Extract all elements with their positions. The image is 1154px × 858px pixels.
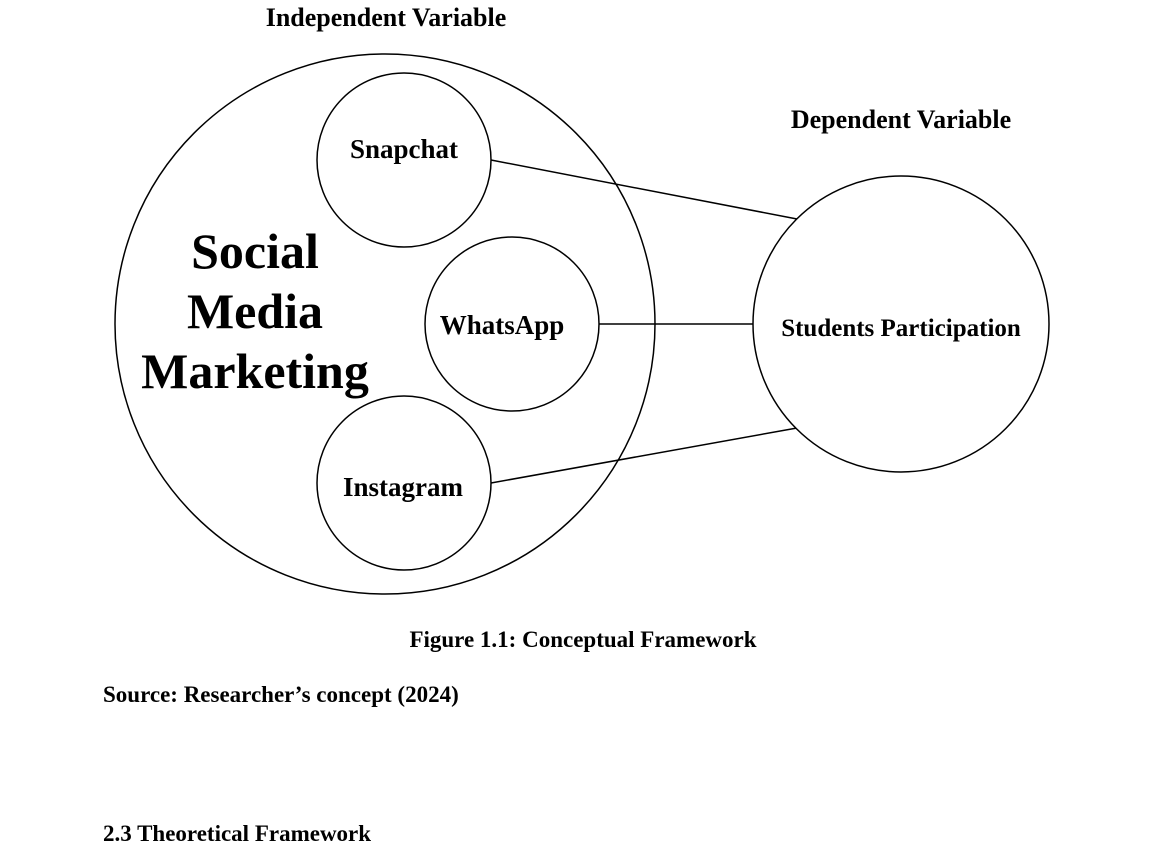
construct-label-line-2: Media: [187, 283, 323, 339]
whatsapp-circle: [424, 236, 600, 412]
dependent-variable-heading: Dependent Variable: [791, 105, 1011, 134]
figure-caption: Figure 1.1: Conceptual Framework: [409, 627, 757, 652]
instagram-circle: [316, 395, 492, 571]
snapchat-circle: [316, 72, 492, 248]
construct-label-line-3: Marketing: [141, 343, 369, 399]
construct-label-line-1: Social: [191, 223, 319, 279]
instagram-label: Instagram: [343, 472, 464, 502]
independent-variable-heading: Independent Variable: [266, 3, 507, 32]
whatsapp-label: WhatsApp: [440, 310, 565, 340]
students-participation-circle: [752, 175, 1050, 473]
connector-snapchat-students: [490, 159, 798, 220]
connector-instagram-students: [490, 427, 798, 484]
section-heading: 2.3 Theoretical Framework: [103, 821, 372, 846]
social-media-marketing-circle: [114, 53, 656, 595]
students-participation-label: Students Participation: [781, 315, 1021, 342]
source-line: Source: Researcher’s concept (2024): [103, 682, 459, 707]
snapchat-label: Snapchat: [350, 134, 458, 164]
